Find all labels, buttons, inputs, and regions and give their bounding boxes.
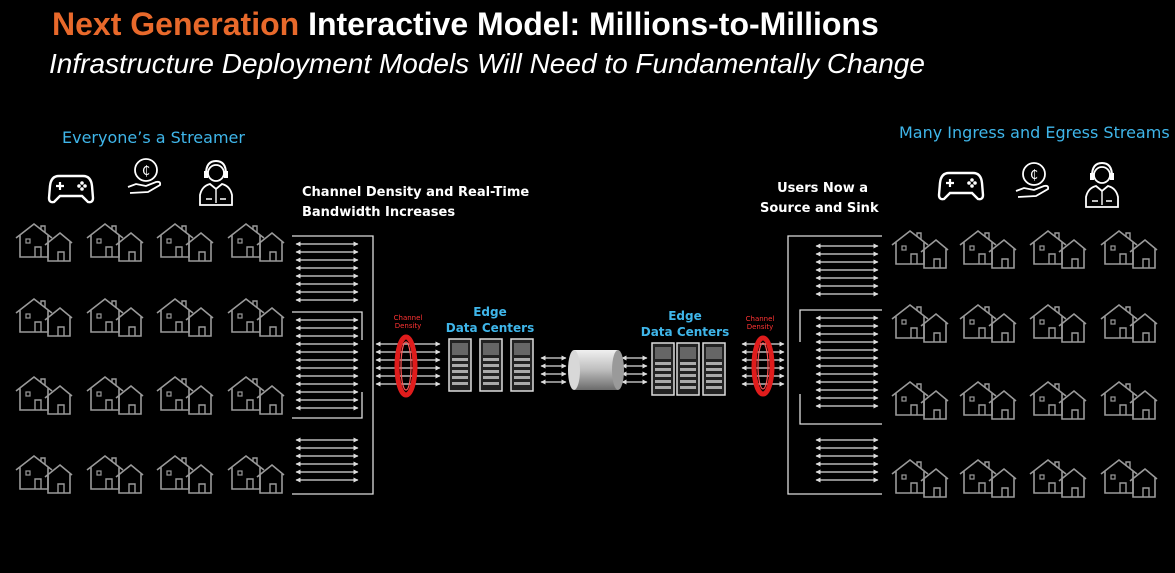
- title-accent: Next Generation: [52, 6, 300, 42]
- house-icon: [959, 459, 1017, 498]
- server-rack-icon: [702, 342, 726, 396]
- left-coin-hand-icon: [127, 158, 162, 194]
- left-edge-label: Edge Data Centers: [445, 304, 535, 336]
- server-rack-icon: [651, 342, 675, 396]
- left-channel-line2: Density: [394, 322, 422, 330]
- house-icon: [1100, 459, 1158, 498]
- right-edge-line2: Data Centers: [640, 325, 730, 339]
- house-icon: [891, 304, 949, 343]
- right-heading: Many Ingress and Egress Streams: [899, 123, 1170, 142]
- server-rack-icon: [479, 338, 503, 392]
- right-houses: [891, 230, 1158, 498]
- right-edge-line1: Edge: [668, 309, 702, 323]
- server-rack-icon: [676, 342, 700, 396]
- house-icon: [156, 455, 214, 494]
- house-icon: [156, 298, 214, 337]
- house-icon: [1029, 304, 1087, 343]
- house-icon: [891, 381, 949, 420]
- house-icon: [959, 304, 1017, 343]
- house-icon: [86, 376, 144, 415]
- house-icon: [959, 381, 1017, 420]
- page-subtitle: Infrastructure Deployment Models Will Ne…: [49, 48, 925, 79]
- right-caption-line1: Users Now a: [777, 181, 868, 196]
- house-icon: [156, 223, 214, 262]
- house-icon: [1100, 381, 1158, 420]
- house-icon: [156, 376, 214, 415]
- right-caption: Users Now a Source and Sink: [760, 179, 879, 219]
- house-icon: [15, 298, 73, 337]
- house-icon: [1100, 304, 1158, 343]
- left-edge-data-center: [448, 338, 534, 392]
- left-channel-density-ring: [394, 334, 418, 398]
- page-title: Next Generation Interactive Model: Milli…: [52, 6, 879, 43]
- house-icon: [86, 298, 144, 337]
- house-icon: [227, 298, 285, 337]
- right-coin-hand-icon: [1015, 162, 1050, 198]
- right-edge-data-center: [651, 342, 726, 396]
- house-icon: [1029, 230, 1087, 269]
- house-icon: [15, 376, 73, 415]
- backbone-links: [540, 355, 648, 385]
- backbone-pipe-icon: [568, 350, 624, 390]
- house-icon: [15, 223, 73, 262]
- left-bus-lines: [292, 235, 374, 495]
- right-headset-person-icon: [1085, 162, 1119, 208]
- house-icon: [227, 455, 285, 494]
- server-rack-icon: [510, 338, 534, 392]
- left-edge-line2: Data Centers: [445, 321, 535, 335]
- house-icon: [86, 455, 144, 494]
- house-icon: [959, 230, 1017, 269]
- left-headset-person-icon: [199, 160, 233, 206]
- left-caption: Channel Density and Real-Time Bandwidth …: [302, 183, 529, 223]
- house-icon: [15, 455, 73, 494]
- house-icon: [227, 376, 285, 415]
- left-caption-line2: Bandwidth Increases: [302, 205, 456, 220]
- left-channel-density-label: Channel Density: [388, 314, 428, 330]
- house-icon: [891, 459, 949, 498]
- right-channel-line2: Density: [746, 323, 774, 331]
- left-caption-line1: Channel Density and Real-Time: [302, 185, 530, 200]
- left-heading: Everyone’s a Streamer: [62, 128, 245, 147]
- right-bus-lines: [787, 235, 882, 495]
- right-gamepad-icon: [937, 171, 985, 201]
- right-channel-line1: Channel: [745, 315, 775, 323]
- house-icon: [227, 223, 285, 262]
- right-edge-label: Edge Data Centers: [640, 308, 730, 340]
- server-rack-icon: [448, 338, 472, 392]
- house-icon: [86, 223, 144, 262]
- left-gamepad-icon: [47, 174, 95, 204]
- right-caption-line2: Source and Sink: [760, 201, 879, 216]
- right-channel-density-ring: [751, 335, 775, 397]
- house-icon: [1029, 381, 1087, 420]
- right-stream-arrows: [741, 243, 879, 483]
- left-channel-line1: Channel: [393, 314, 423, 322]
- right-channel-density-label: Channel Density: [740, 315, 780, 331]
- house-icon: [891, 230, 949, 269]
- left-houses: [15, 223, 285, 494]
- title-rest: Interactive Model: Millions-to-Millions: [299, 6, 879, 42]
- left-edge-line1: Edge: [473, 305, 507, 319]
- house-icon: [1100, 230, 1158, 269]
- left-stream-arrows: [295, 241, 441, 483]
- house-icon: [1029, 459, 1087, 498]
